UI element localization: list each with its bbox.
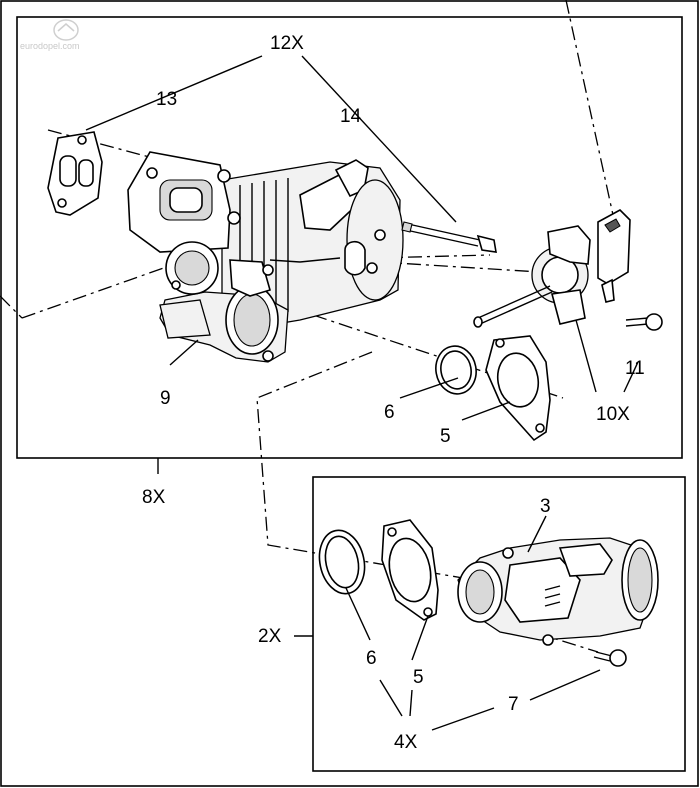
callout-10x: 10X [596,404,630,425]
watermark-logo: eurodopel.com [20,19,80,51]
bolt-14 [401,221,497,253]
callout-13: 13 [156,89,177,110]
callout-9: 9 [160,388,171,409]
callout-5-upper: 5 [440,426,451,447]
callout-4x: 4X [394,732,418,753]
egr-module-main [127,151,404,363]
callout-6-lower: 6 [366,648,377,669]
oring-6-upper [435,345,477,395]
gasket-5-lower [381,519,439,621]
throttle-body-3 [457,537,659,646]
actuator-10x [473,209,631,328]
screw-11 [625,313,663,331]
leader-lines [85,55,639,731]
callout-11: 11 [625,358,645,379]
screw-7 [593,649,627,667]
watermark-text: eurodopel.com [20,41,80,51]
callout-6-upper: 6 [384,402,395,423]
lower-assembly-box [312,476,686,772]
callout-12x: 12X [270,33,304,54]
callout-2x: 2X [258,626,282,647]
callout-3: 3 [540,496,551,517]
callout-7: 7 [508,694,519,715]
oring-6-lower [318,529,366,595]
upper-assembly-box [16,16,683,459]
gasket-13 [47,131,103,216]
gasket-5-upper [485,335,551,442]
callout-5-lower: 5 [413,667,424,688]
callout-labels: 12X 13 14 9 6 5 11 10X 8X 3 2X 6 5 7 4X [142,33,645,753]
callout-14: 14 [340,106,362,127]
callout-8x: 8X [142,487,166,508]
